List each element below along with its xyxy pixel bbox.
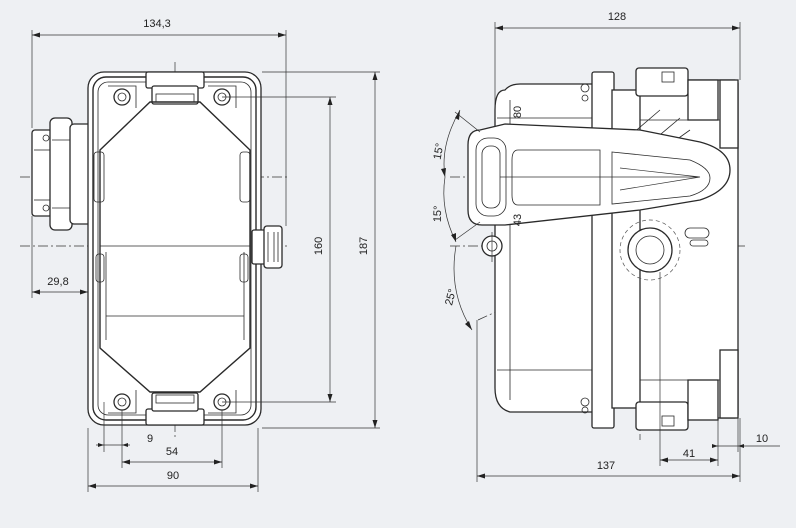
label-side-top-width: 128 [608, 11, 626, 23]
cable-gland [31, 117, 97, 231]
label-front-width-total: 134,3 [143, 18, 171, 30]
angle-arcs: 15° 15° 25° [432, 109, 481, 331]
dim-front-height-total: 187 [262, 71, 380, 429]
label-front-body-width: 90 [167, 470, 179, 482]
dim-front-offset-left: 29,8 [31, 216, 89, 298]
label-side-41: 41 [683, 448, 695, 460]
label-lever-80: 80 [512, 106, 524, 118]
dim-front-height-inner: 160 [222, 96, 336, 403]
side-view: 15° 15° 25° 80 43 128 137 [432, 11, 780, 482]
label-angle-middle: 15° [432, 205, 445, 222]
lever-arm [467, 123, 731, 262]
dim-side-top-width: 128 [494, 11, 741, 118]
actuator-knob [251, 225, 283, 269]
dim-front-bottom: 9 54 90 [87, 402, 259, 492]
label-front-offset-left: 29,8 [47, 276, 68, 288]
label-side-bottom-width: 137 [597, 460, 615, 472]
dim-side-41: 41 [659, 272, 719, 466]
label-front-hole-pitch: 54 [166, 446, 178, 458]
label-lever-43: 43 [512, 214, 524, 226]
label-front-height-inner: 160 [313, 237, 325, 255]
lever-dims: 80 43 [512, 106, 524, 226]
side-housing [494, 67, 739, 431]
label-angle-upper: 15° [432, 142, 447, 160]
label-angle-lower: 25° [443, 288, 459, 307]
front-view: 134,3 29,8 160 187 [20, 18, 380, 492]
dim-front-width-total: 134,3 [31, 18, 287, 226]
dim-side-bottom-width: 137 [476, 320, 741, 482]
label-front-dim-small: 9 [147, 433, 153, 445]
label-front-height-total: 187 [358, 237, 370, 255]
front-housing [87, 71, 262, 426]
label-side-10: 10 [756, 433, 768, 445]
dim-side-10: 10 [712, 418, 780, 452]
